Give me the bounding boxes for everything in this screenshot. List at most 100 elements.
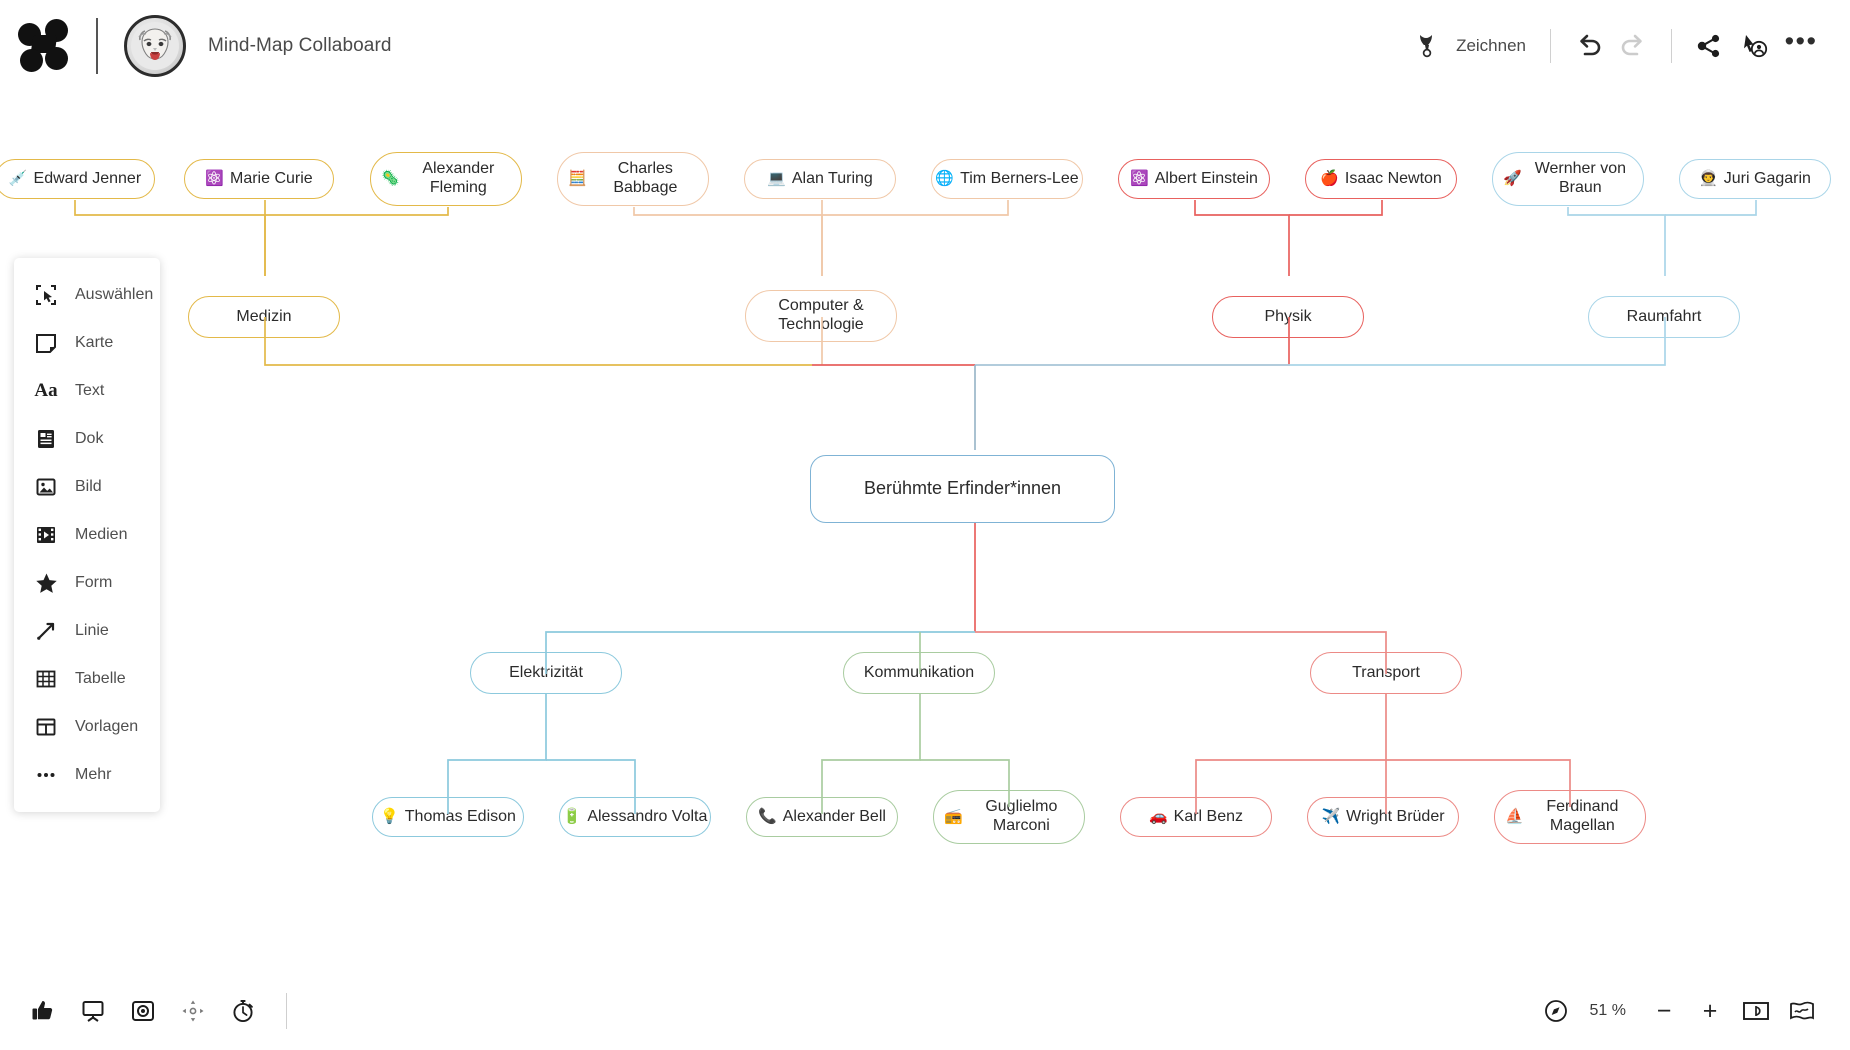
mindmap-node-computer-technologie[interactable]: Computer & Technologie (745, 290, 897, 342)
node-label: Edward Jenner (33, 169, 142, 187)
table-grid-icon (33, 666, 59, 692)
cursor-user-icon[interactable] (1732, 23, 1778, 69)
mindmap-node-transport[interactable]: Transport (1310, 652, 1462, 694)
node-label: Marie Curie (230, 169, 313, 187)
sidebar-item-form[interactable]: Form (14, 559, 160, 607)
media-film-icon (33, 522, 59, 548)
node-label: Kommunikation (863, 663, 975, 681)
node-label: Alessandro Volta (587, 807, 708, 825)
sidebar-item-linie[interactable]: Linie (14, 607, 160, 655)
mindmap-node-raumfahrt[interactable]: Raumfahrt (1588, 296, 1740, 338)
node-emoji-icon: 🍎 (1320, 170, 1339, 188)
sidebar-item-bild[interactable]: Bild (14, 463, 160, 511)
node-emoji-icon: 🚗 (1148, 808, 1168, 826)
thumbs-up-icon[interactable] (20, 988, 66, 1034)
node-label: Alexander Fleming (422, 160, 495, 196)
mindmap-node-alessandro-volta[interactable]: 🔋Alessandro Volta (559, 797, 711, 837)
zoom-in-button[interactable]: + (1702, 996, 1718, 1025)
node-emoji-icon: ✈️ (1321, 808, 1341, 826)
fit-to-screen-icon[interactable] (1734, 989, 1778, 1033)
collaboard-logo-icon[interactable] (18, 19, 72, 73)
draw-tool-label[interactable]: Zeichnen (1456, 36, 1526, 55)
toolbar-divider-2 (1671, 29, 1672, 63)
sidebar-item-mehr[interactable]: Mehr (14, 751, 160, 799)
more-horizontal-icon[interactable]: ••• (1784, 26, 1818, 57)
mindmap-node-isaac-newton[interactable]: 🍎Isaac Newton (1305, 159, 1457, 199)
node-label: Juri Gagarin (1723, 169, 1811, 187)
node-emoji-icon: 🚀 (1503, 170, 1522, 188)
move-pan-icon[interactable] (170, 988, 216, 1034)
mindmap-node-medizin[interactable]: Medizin (188, 296, 340, 338)
node-label: Thomas Edison (404, 807, 516, 825)
node-label: Berühmte Erfinder*innen (863, 478, 1062, 499)
node-label: Elektrizität (509, 663, 583, 681)
share-nodes-icon[interactable] (1686, 23, 1732, 69)
sidebar-item-tabelle[interactable]: Tabelle (14, 655, 160, 703)
select-marquee-icon (33, 282, 59, 308)
node-emoji-icon: 👨‍🚀 (1699, 170, 1718, 188)
mindmap-node-ferdinand-magellan[interactable]: ⛵Ferdinand Magellan (1494, 790, 1646, 844)
mindmap-node-marie-curie[interactable]: ⚛️Marie Curie (184, 159, 334, 199)
mindmap-node-kommunikation[interactable]: Kommunikation (843, 652, 995, 694)
node-label: Tim Berners-Lee (960, 169, 1079, 187)
tools-sidebar: Auswählen Karte Aa Text Dok Bild (14, 258, 160, 812)
mindmap-node-alan-turing[interactable]: 💻Alan Turing (744, 159, 896, 199)
mindmap-node-thomas-edison[interactable]: 💡Thomas Edison (372, 797, 524, 837)
sidebar-item-dok[interactable]: Dok (14, 415, 160, 463)
mindmap-node-beruehmte-erfinder-innen[interactable]: Berühmte Erfinder*innen (810, 455, 1115, 523)
mindmap-node-juri-gagarin[interactable]: 👨‍🚀 Juri Gagarin (1679, 159, 1831, 199)
bottom-left-actions (0, 988, 287, 1034)
focus-target-icon[interactable] (120, 988, 166, 1034)
sidebar-item-medien[interactable]: Medien (14, 511, 160, 559)
image-icon (33, 474, 59, 500)
mindmap-node-charles-babbage[interactable]: 🧮Charles Babbage (557, 152, 709, 206)
node-label: Physik (1264, 307, 1312, 325)
minimap-icon[interactable] (1780, 989, 1824, 1033)
pen-nib-icon[interactable] (1404, 23, 1450, 69)
mindmap-node-alexander-bell[interactable]: 📞Alexander Bell (746, 797, 898, 837)
mindmap-node-wright-brueder[interactable]: ✈️Wright Brüder (1307, 797, 1459, 837)
mindmap-node-elektrizitaet[interactable]: Elektrizität (470, 652, 622, 694)
page-title: Mind-Map Collaboard (208, 35, 392, 56)
node-emoji-icon: 🧮 (568, 170, 587, 188)
node-emoji-icon: 💉 (8, 170, 28, 188)
line-arrow-icon (33, 618, 59, 644)
sidebar-item-auswaehlen[interactable]: Auswählen (14, 271, 160, 319)
sidebar-item-karte[interactable]: Karte (14, 319, 160, 367)
sidebar-item-label: Form (75, 574, 113, 591)
node-emoji-icon: 🦠 (381, 170, 400, 188)
mindmap-node-albert-einstein[interactable]: ⚛️Albert Einstein (1118, 159, 1270, 199)
star-shape-icon (33, 570, 59, 596)
node-label: Wernher von Braun (1534, 160, 1626, 196)
compass-navigator-icon[interactable] (1534, 989, 1578, 1033)
brand-divider (96, 18, 98, 74)
sidebar-item-label: Karte (75, 334, 114, 351)
sidebar-item-text[interactable]: Aa Text (14, 367, 160, 415)
mindmap-node-alexander-fleming[interactable]: 🦠 Alexander Fleming (370, 152, 522, 206)
mindmap-node-edward-jenner[interactable]: 💉 Edward Jenner (0, 159, 155, 199)
stopwatch-timer-icon[interactable] (220, 988, 266, 1034)
presentation-screen-icon[interactable] (70, 988, 116, 1034)
sidebar-item-label: Vorlagen (75, 718, 139, 735)
redo-arrow-icon[interactable] (1611, 23, 1657, 69)
undo-arrow-icon[interactable] (1565, 23, 1611, 69)
zoom-out-button[interactable]: − (1656, 996, 1672, 1025)
node-label: Guglielmo Marconi (985, 798, 1058, 834)
templates-layout-icon (33, 714, 59, 740)
document-icon (33, 426, 59, 452)
mindmap-node-wernher-von-braun[interactable]: 🚀 Wernher von Braun (1492, 152, 1644, 206)
mindmap-node-guglielmo-marconi[interactable]: 📻Guglielmo Marconi (933, 790, 1085, 844)
top-toolbar: Mind-Map Collaboard Zeichnen (0, 0, 1850, 92)
mindmap-node-karl-benz[interactable]: 🚗Karl Benz (1120, 797, 1272, 837)
node-label: Medizin (236, 307, 292, 325)
mindmap-node-tim-berners-lee[interactable]: 🌐Tim Berners-Lee (931, 159, 1083, 199)
mindmap-node-physik[interactable]: Physik (1212, 296, 1364, 338)
sidebar-item-label: Linie (75, 622, 109, 639)
sidebar-item-vorlagen[interactable]: Vorlagen (14, 703, 160, 751)
node-label: Computer & Technologie (778, 297, 864, 333)
sidebar-item-label: Text (75, 382, 105, 399)
sidebar-item-label: Mehr (75, 766, 112, 783)
einstein-avatar-icon[interactable] (124, 15, 186, 77)
